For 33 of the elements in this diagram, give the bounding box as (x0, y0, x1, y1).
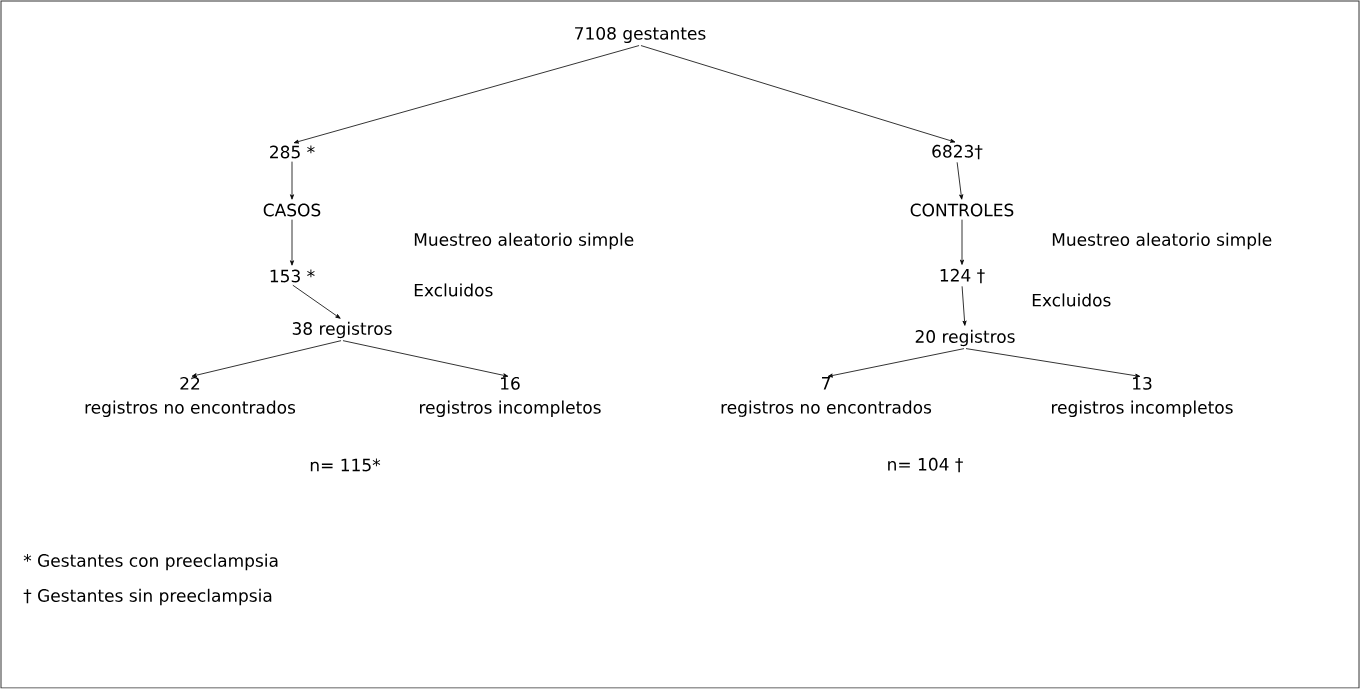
annotation-text: Excluidos (1032, 293, 1111, 307)
arrow (290, 219, 294, 266)
node-text: 124 † (940, 268, 985, 284)
arrow (956, 161, 964, 200)
annotation-text: Excluidos (414, 283, 493, 297)
arrow (292, 284, 341, 319)
sample-size-text: n= 115* (310, 458, 381, 472)
node-text: CONTROLES (910, 203, 1014, 217)
arrow (960, 219, 964, 265)
arrow (290, 161, 294, 200)
node-text: 22 registros no encontrados (85, 376, 296, 418)
arrow (342, 340, 509, 378)
node-text: CASOS (263, 203, 321, 217)
node-text: 20 registros (915, 329, 1015, 347)
footnote-text: † Gestantes sin preeclampsia (23, 588, 272, 606)
node-text: 13 registros incompletos (1052, 376, 1233, 418)
arrow (965, 348, 1141, 378)
arrow (961, 285, 967, 326)
node-text: 6823† (932, 144, 983, 160)
arrow (191, 340, 342, 378)
sample-size-text: n= 104 † (888, 457, 963, 473)
node-text: 16 registros incompletos (420, 376, 601, 418)
footnote-text: * Gestantes con preeclampsia (23, 553, 278, 571)
arrow (827, 348, 965, 378)
arrow (640, 45, 956, 143)
arrow (293, 45, 640, 144)
annotation-text: Muestreo aleatorio simple (1052, 232, 1272, 250)
node-text: 7108 gestantes (575, 26, 706, 44)
node-text: 7 registros no encontrados (721, 377, 932, 417)
node-text: 285 * (270, 145, 315, 159)
annotation-text: Muestreo aleatorio simple (414, 232, 634, 250)
node-text: 153 * (270, 269, 315, 283)
node-text: 38 registros (292, 321, 392, 339)
